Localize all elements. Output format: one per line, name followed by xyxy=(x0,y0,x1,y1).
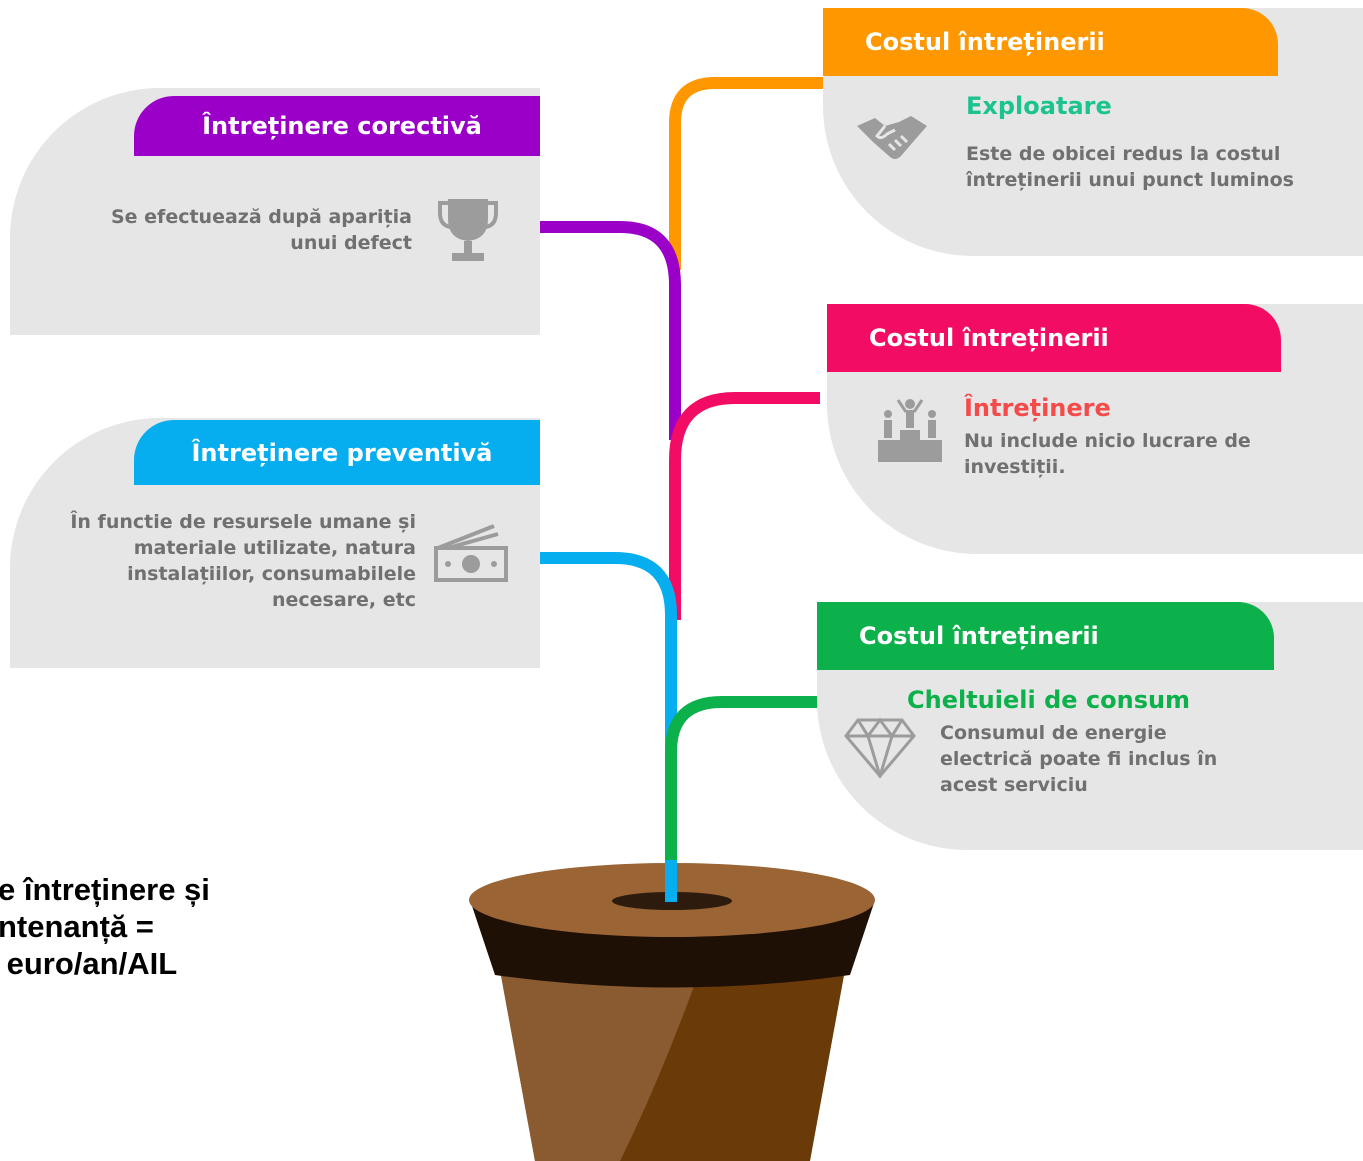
card-subtitle-consumption: Cheltuieli de consum xyxy=(907,686,1191,714)
card-header-cost-3: Costul întreținerii xyxy=(817,602,1274,670)
card-header-cost-2: Costul întreținerii xyxy=(827,304,1281,372)
branch-green xyxy=(665,696,818,900)
handshake-icon xyxy=(857,116,927,159)
podium-icon xyxy=(878,399,942,462)
card-title-cost-1: Costul întreținerii xyxy=(865,28,1105,56)
card-text-preventive: În functie de resursele umane și materia… xyxy=(70,511,416,611)
card-text-exploitation: Este de obicei redus la costul întreține… xyxy=(966,143,1294,191)
branch-blue xyxy=(536,552,677,900)
summary-line-2: ntenanță = xyxy=(0,909,154,944)
card-title-cost-3: Costul întreținerii xyxy=(859,622,1099,650)
card-header-corrective: Întreținere corectivă xyxy=(134,96,540,156)
diamond-icon xyxy=(844,717,916,778)
card-text-corrective: Se efectuează după apariția unui defect xyxy=(110,206,412,254)
card-subtitle-maintenance: Întreținere xyxy=(964,394,1111,422)
card-header-preventive: Întreținere preventivă xyxy=(134,420,540,485)
card-title-cost-2: Costul întreținerii xyxy=(869,324,1109,352)
card-header-cost-1: Costul întreținerii xyxy=(823,8,1278,76)
branch-pink xyxy=(669,392,820,620)
branch-purple xyxy=(536,221,681,440)
card-title-corrective: Întreținere corectivă xyxy=(202,112,482,140)
card-subtitle-exploitation: Exploatare xyxy=(966,92,1112,120)
summary-line-1: e întreținere și xyxy=(0,872,210,907)
summary-text: e întreținere și ntenanță = euro/an/AIL xyxy=(0,871,210,982)
branch-orange xyxy=(669,77,826,270)
card-text-maintenance: Nu include nicio lucrare de investiții. xyxy=(964,430,1251,478)
card-title-preventive: Întreținere preventivă xyxy=(191,438,493,467)
summary-line-3: euro/an/AIL xyxy=(0,946,178,981)
money-icon xyxy=(434,524,508,582)
flower-pot xyxy=(469,860,875,1161)
trophy-icon xyxy=(438,199,498,261)
card-text-consumption: Consumul de energie electrică poate fi i… xyxy=(940,722,1218,796)
